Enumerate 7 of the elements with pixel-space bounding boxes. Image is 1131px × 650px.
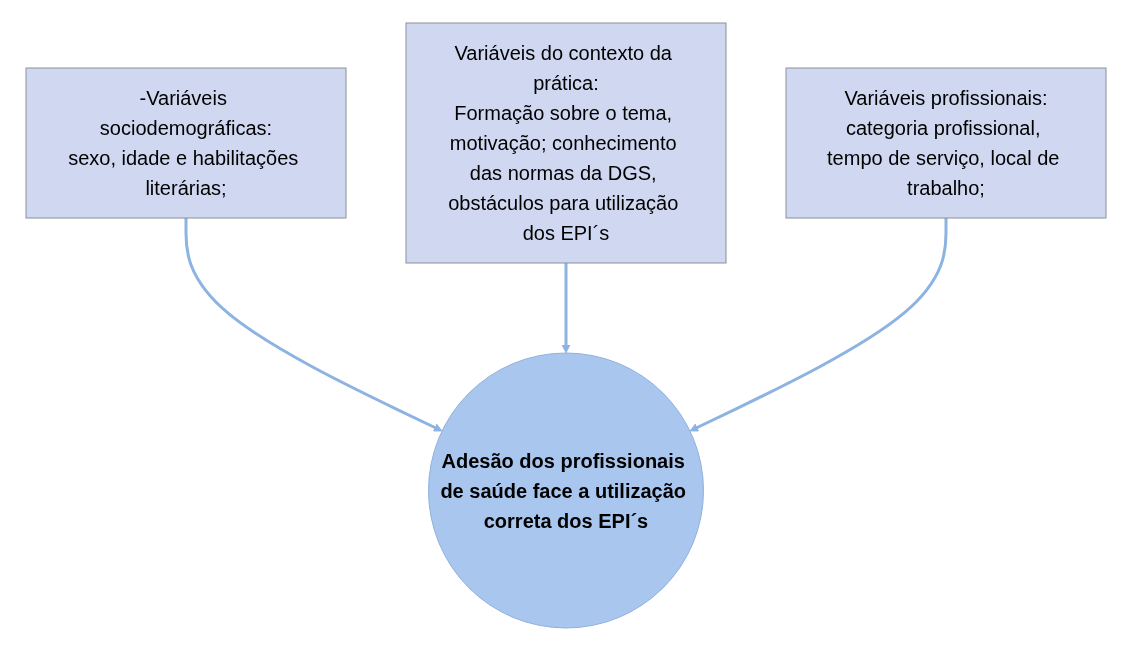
- node-box: Variáveis do contexto da prática: Formação sobre o tema, motivação; conhecimento das normas da DGS, obstáculos para utilização dos EPI´s: [405, 22, 726, 263]
- arrow: [184, 217, 442, 431]
- node-box: Variáveis profissionais: categoria profissional, tempo de serviço, local de trabalho;: [785, 67, 1106, 218]
- node-box: -Variáveis sociodemográficas: sexo, idade e habilitações literárias;: [25, 67, 346, 218]
- arrow: [689, 217, 947, 431]
- arrow: [561, 262, 570, 353]
- node-circle: Adesão dos profissionais de saúde face a utilização correta dos EPI´s: [427, 352, 704, 628]
